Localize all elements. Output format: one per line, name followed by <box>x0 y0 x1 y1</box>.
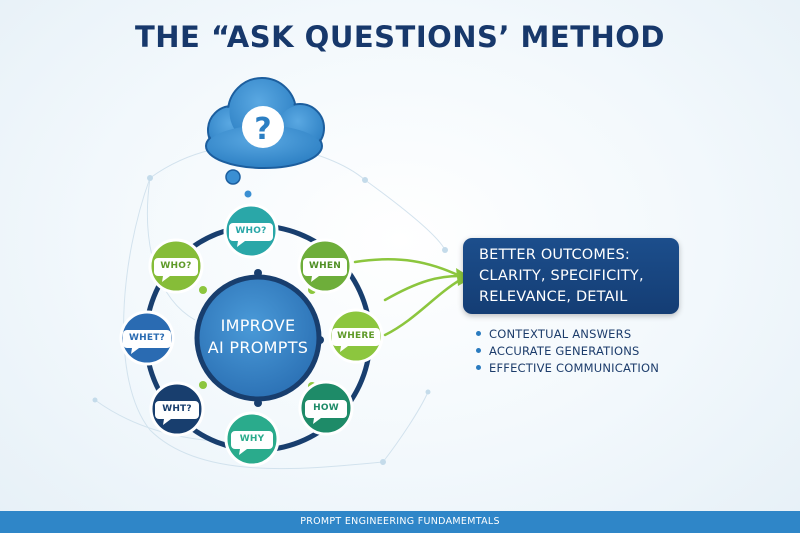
question-label-where: WHERE <box>337 331 375 341</box>
outcome-line-3: RELEVANCE, DETAIL <box>479 289 628 305</box>
question-label-why: WHY <box>239 434 265 444</box>
benefit-text: CONTEXTUAL ANSWERS <box>489 327 632 341</box>
node-wht <box>149 381 205 437</box>
benefit-item: EFFECTIVE COMMUNICATION <box>476 360 659 377</box>
benefit-item: ACCURATE GENERATIONS <box>476 343 659 360</box>
question-mark-icon: ? <box>254 112 271 147</box>
node-whet <box>119 310 175 366</box>
benefit-item: CONTEXTUAL ANSWERS <box>476 326 659 343</box>
question-label-whet: WHET? <box>129 333 165 343</box>
bullet-icon <box>476 348 481 353</box>
node-when <box>297 238 353 294</box>
outcome-line-1: BETTER OUTCOMES: <box>479 247 630 263</box>
question-label-wht: WHT? <box>162 404 192 414</box>
question-label-who-left: WHO? <box>160 261 192 271</box>
hub-line-2: AI PROMPTS <box>207 338 309 357</box>
question-label-who-top: WHO? <box>235 226 267 236</box>
flow-arrows <box>353 258 462 337</box>
thought-bubble-dot <box>225 169 241 185</box>
hub-circle <box>194 274 322 402</box>
bullet-icon <box>476 365 481 370</box>
hub-line-1: IMPROVE <box>220 316 296 335</box>
question-badge <box>242 106 284 148</box>
thought-bubble-dot <box>244 190 252 198</box>
page-title: THE “ASK QUESTIONS’ METHOD <box>134 20 665 54</box>
node-how <box>298 380 354 436</box>
benefits-list: CONTEXTUAL ANSWERS ACCURATE GENERATIONS … <box>476 326 659 377</box>
node-who-left <box>148 238 204 294</box>
node-where <box>328 308 384 364</box>
thought-cloud: ? <box>205 77 325 198</box>
outcome-box: BETTER OUTCOMES: CLARITY, SPECIFICITY, R… <box>463 238 679 314</box>
benefit-text: ACCURATE GENERATIONS <box>489 344 640 358</box>
hub-label: IMPROVE AI PROMPTS <box>203 315 313 359</box>
question-label-when: WHEN <box>309 261 341 271</box>
bullet-icon <box>476 331 481 336</box>
node-why <box>224 411 280 467</box>
question-label-how: HOW <box>313 403 339 413</box>
node-who-top <box>223 203 279 259</box>
benefit-text: EFFECTIVE COMMUNICATION <box>489 361 660 375</box>
network-dots <box>92 175 448 465</box>
footer-bar: PROMPT ENGINEERING FUNDAMEMTALS <box>0 511 800 533</box>
outcome-line-2: CLARITY, SPECIFICITY, <box>479 268 644 284</box>
